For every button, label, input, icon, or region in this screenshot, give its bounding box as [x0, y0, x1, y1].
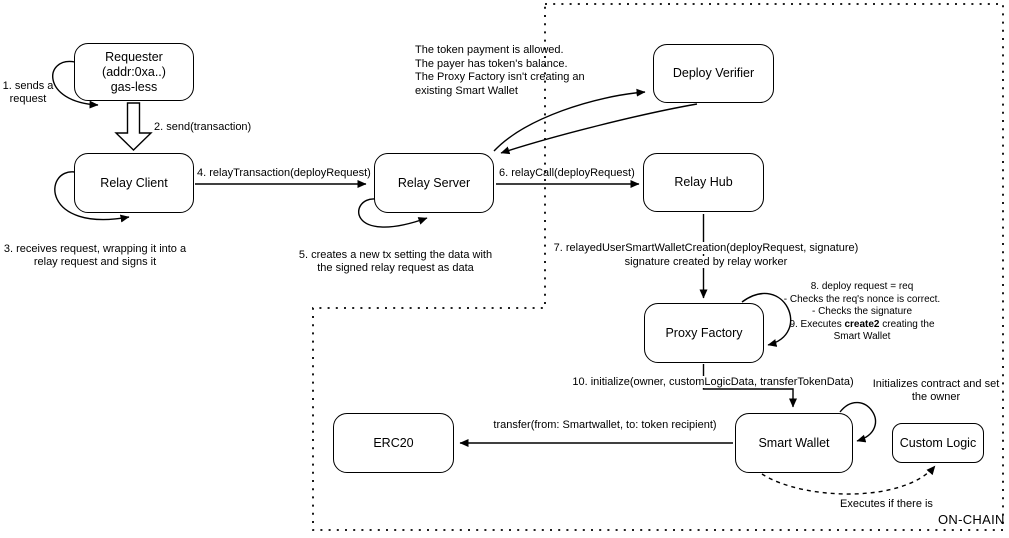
- step5-label: 5. creates a new tx setting the data wit…: [298, 249, 493, 274]
- step4-label: 4. relayTransaction(deployRequest): [197, 167, 371, 179]
- note9-line2: Smart Wallet: [833, 331, 891, 342]
- step10-label: 10. initialize(owner, customLogicData, t…: [570, 376, 856, 388]
- step7-label-line2: signature created by relay worker: [622, 256, 790, 268]
- relay-server-label: Relay Server: [397, 175, 471, 190]
- note9-line1: 9. Executes create2 creating the: [789, 318, 935, 330]
- onchain-label: ON-CHAIN: [938, 512, 1005, 527]
- deploy-verifier-label: Deploy Verifier: [672, 66, 755, 80]
- step3-label: 3. receives request, wrapping it into a …: [3, 243, 187, 268]
- step6-label: 6. relayCall(deployRequest): [499, 167, 635, 179]
- deploy-verifier-box: Deploy Verifier: [653, 44, 774, 103]
- relay-client-box: Relay Client: [74, 153, 194, 213]
- step7-label-line1: 7. relayedUserSmartWalletCreation(deploy…: [551, 242, 861, 254]
- relay-client-label: Relay Client: [100, 175, 168, 190]
- custom-logic-label: Custom Logic: [899, 435, 977, 450]
- custom-logic-note: Initializes contract and set the owner: [872, 378, 1000, 403]
- custom-logic-box: Custom Logic: [892, 423, 984, 463]
- send-transaction-block-arrow: [114, 102, 153, 151]
- proxy-factory-box: Proxy Factory: [644, 303, 764, 363]
- verify-response-arrow: [500, 103, 698, 155]
- requester-self-loop-arrow: [52, 60, 99, 109]
- requester-label-line3: gas-less: [110, 79, 158, 94]
- relay-hub-label: Relay Hub: [674, 175, 733, 189]
- onchain-boundary: [312, 3, 1004, 531]
- note8-line1: 8. deploy request = req: [810, 281, 914, 292]
- erc20-box: ERC20: [333, 413, 454, 473]
- executes-note: Executes if there is: [840, 498, 933, 510]
- executes-custom-logic-arrow: [761, 465, 936, 495]
- transfer-label: transfer(from: Smartwallet, to: token re…: [493, 419, 717, 431]
- step2-label: 2. send(transaction): [154, 121, 252, 133]
- requester-label-line1: Requester: [105, 49, 163, 64]
- requester-label-line2: (addr:0xa..): [102, 64, 166, 79]
- relay-client-self-loop-arrow: [54, 171, 130, 223]
- verify-request-arrow: [493, 88, 646, 152]
- requester-box: Requester (addr:0xa..) gas-less: [74, 43, 194, 101]
- smart-wallet-label: Smart Wallet: [758, 435, 830, 450]
- verifier-note: The token payment is allowed. The payer …: [415, 44, 585, 97]
- note8-line2: - Checks the req's nonce is correct.: [783, 293, 941, 305]
- note8-line3: - Checks the signature: [811, 306, 913, 317]
- relay-server-self-loop-arrow: [357, 198, 428, 228]
- note-8-9: 8. deploy request = req - Checks the req…: [782, 281, 942, 344]
- smart-wallet-self-loop-arrow: [839, 401, 877, 443]
- proxy-factory-label: Proxy Factory: [665, 325, 743, 340]
- erc20-label: ERC20: [373, 435, 414, 450]
- relay-hub-box: Relay Hub: [643, 153, 764, 212]
- step1-label: 1. sends a request: [2, 80, 54, 105]
- smart-wallet-box: Smart Wallet: [735, 413, 853, 473]
- relay-server-box: Relay Server: [374, 153, 494, 213]
- proxy-factory-self-loop-arrow: [741, 293, 792, 347]
